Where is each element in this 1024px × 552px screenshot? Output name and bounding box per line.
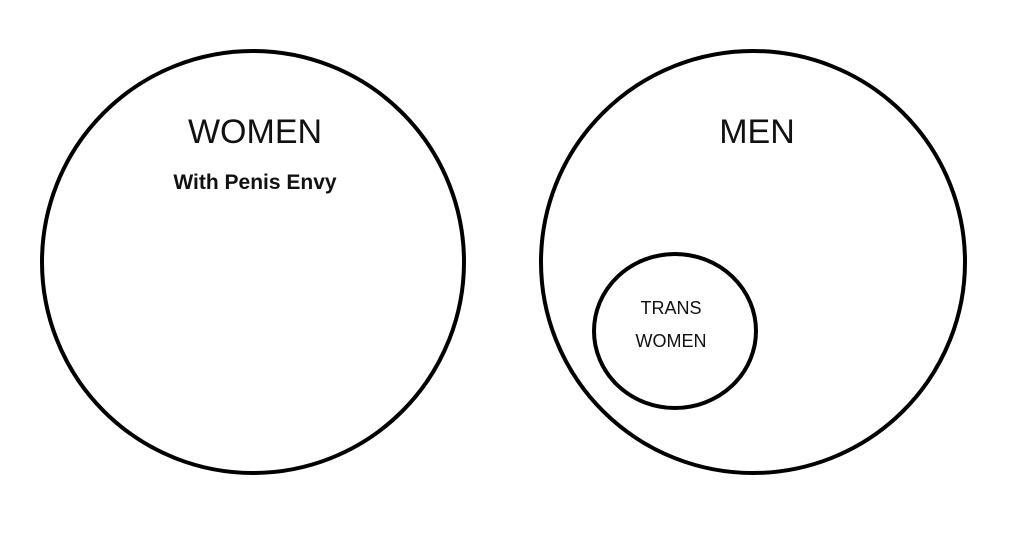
- men-circle: [539, 49, 967, 475]
- women-label: WOMEN: [188, 113, 322, 151]
- trans-label-line1: TRANS: [640, 298, 701, 318]
- women-sublabel: With Penis Envy: [173, 171, 337, 194]
- women-circle: [40, 49, 466, 475]
- men-label: MEN: [719, 113, 795, 151]
- trans-women-circle: [592, 252, 758, 410]
- trans-label-line2: WOMEN: [636, 331, 707, 351]
